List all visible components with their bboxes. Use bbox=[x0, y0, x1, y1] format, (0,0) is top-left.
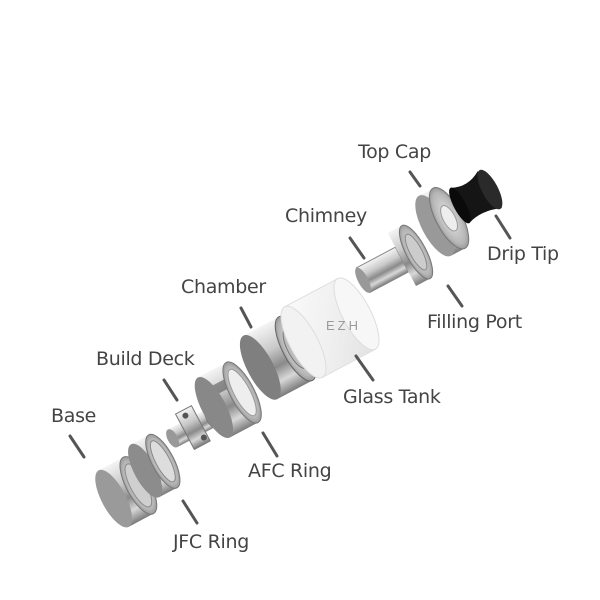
label-chimney: Chimney bbox=[285, 205, 367, 227]
label-filling-port: Filling Port bbox=[427, 311, 522, 333]
base-part bbox=[95, 456, 158, 528]
watermark: EZH bbox=[326, 318, 361, 333]
label-jfc-ring: JFC Ring bbox=[173, 531, 250, 553]
label-chamber: Chamber bbox=[181, 276, 266, 298]
glass-tank-part bbox=[280, 277, 380, 379]
label-build-deck: Build Deck bbox=[96, 348, 195, 370]
drip-tip-part bbox=[449, 169, 503, 224]
leader-base bbox=[68, 434, 86, 459]
label-glass-tank: Glass Tank bbox=[343, 386, 441, 408]
leader-glass-tank bbox=[354, 354, 375, 382]
leader-top-cap bbox=[408, 170, 422, 188]
label-drip-tip: Drip Tip bbox=[487, 243, 559, 265]
leader-jfc-ring bbox=[181, 499, 199, 525]
leader-chimney bbox=[348, 236, 366, 260]
leader-afc-ring bbox=[261, 431, 279, 458]
leader-chamber bbox=[239, 306, 253, 329]
chimney-part bbox=[355, 224, 434, 294]
leader-filling-port bbox=[446, 284, 464, 308]
leader-drip-tip bbox=[494, 214, 512, 240]
label-top-cap: Top Cap bbox=[358, 141, 431, 163]
top-cap-part bbox=[415, 187, 470, 257]
afc-ring-part bbox=[194, 361, 262, 439]
label-afc-ring: AFC Ring bbox=[248, 460, 332, 482]
leader-build-deck bbox=[162, 378, 179, 402]
jfc-ring-part bbox=[128, 433, 181, 498]
label-base: Base bbox=[51, 405, 97, 427]
